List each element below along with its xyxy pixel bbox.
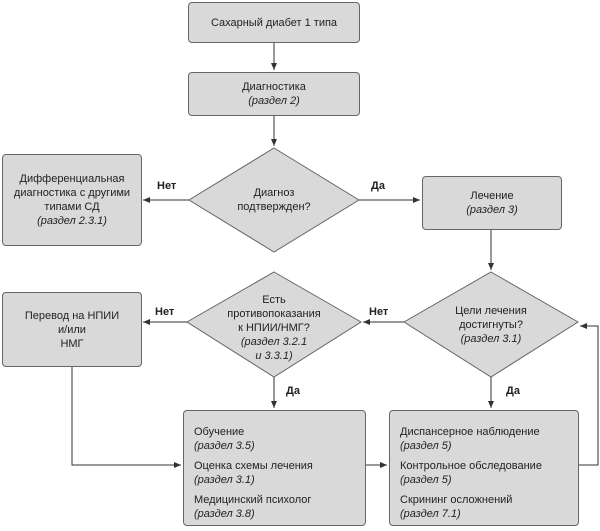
diagnostics-box: Диагностика (раздел 2) (188, 72, 360, 116)
start-title: Сахарный диабет 1 типа (210, 16, 338, 29)
diag-confirmed-line2: подтвержден? (237, 201, 311, 213)
diagnostics-ref: (раздел 2) (248, 95, 300, 107)
education-item-title: Оценка схемы лечения (194, 460, 313, 472)
education-item-ref: (раздел 3.8) (194, 508, 255, 520)
contraindications-line2: противопоказания (227, 308, 321, 320)
differential-line1: Дифференциальная (19, 173, 125, 185)
education-box: Обучение (раздел 3.5) Оценка схемы лечен… (183, 410, 366, 526)
transfer-line3: НМГ (60, 337, 84, 350)
diagnostics-title: Диагностика (242, 81, 306, 93)
treatment-ref: (раздел 3) (466, 204, 518, 216)
education-item: Обучение (раздел 3.5) (194, 425, 355, 453)
contraindications-line3: к НПИИ/НМГ? (238, 322, 310, 334)
contraindications-ref1: (раздел 3.2.1 (240, 336, 308, 348)
goals-reached-line1: Цели лечения (455, 305, 527, 317)
contraindications-text: Есть противопоказания к НПИИ/НМГ? (разде… (209, 292, 339, 364)
label-no-goals: Нет (369, 306, 389, 318)
differential-ref: (раздел 2.3.1) (37, 215, 107, 227)
start-box: Сахарный диабет 1 типа (188, 2, 360, 43)
label-no-diag: Нет (157, 180, 177, 192)
education-item-title: Медицинский психолог (194, 494, 312, 506)
treatment-title: Лечение (470, 190, 514, 202)
followup-item-title: Контрольное обследование (400, 460, 542, 472)
label-yes-diag: Да (371, 180, 385, 192)
label-no-contra: Нет (155, 306, 175, 318)
diamond-diag-confirmed (188, 147, 360, 253)
education-item-title: Обучение (194, 426, 245, 438)
goals-reached-line2: достигнуты? (459, 319, 523, 331)
contraindications-ref2: и 3.3.1) (255, 350, 293, 362)
followup-item: Контрольное обследование (раздел 5) (400, 459, 568, 487)
followup-box: Диспансерное наблюдение (раздел 5) Контр… (389, 410, 579, 526)
diag-confirmed-line1: Диагноз (253, 187, 295, 199)
transfer-line1: Перевод на НПИИ (24, 309, 120, 322)
education-item-ref: (раздел 3.1) (194, 474, 255, 486)
education-item: Медицинский психолог (раздел 3.8) (194, 493, 355, 521)
treatment-box: Лечение (раздел 3) (422, 176, 562, 230)
arrow-transfer-to-education (71, 367, 181, 468)
arrow-followup-loop-to-goals (579, 323, 599, 466)
goals-reached-ref: (раздел 3.1) (460, 333, 522, 345)
contraindications-line1: Есть (262, 294, 286, 306)
transfer-box: Перевод на НПИИ и/или НМГ (2, 292, 142, 367)
followup-item: Скрининг осложнений (раздел 7.1) (400, 493, 568, 521)
diag-confirmed-text: Диагноз подтвержден? (214, 178, 334, 222)
followup-item-ref: (раздел 5) (400, 474, 452, 486)
goals-reached-text: Цели лечения достигнуты? (раздел 3.1) (431, 302, 551, 348)
label-yes-goals: Да (506, 385, 520, 397)
label-yes-contra: Да (286, 385, 300, 397)
differential-box: Дифференциальная диагностика с другими т… (2, 154, 142, 246)
followup-item: Диспансерное наблюдение (раздел 5) (400, 425, 568, 453)
followup-item-ref: (раздел 5) (400, 440, 452, 452)
education-item: Оценка схемы лечения (раздел 3.1) (194, 459, 355, 487)
followup-item-title: Скрининг осложнений (400, 494, 513, 506)
differential-line3: типами СД (44, 201, 100, 213)
followup-item-ref: (раздел 7.1) (400, 508, 461, 520)
followup-item-title: Диспансерное наблюдение (400, 426, 540, 438)
differential-line2: диагностика с другими (13, 187, 131, 199)
education-item-ref: (раздел 3.5) (194, 440, 255, 452)
transfer-line2: и/или (58, 323, 86, 336)
